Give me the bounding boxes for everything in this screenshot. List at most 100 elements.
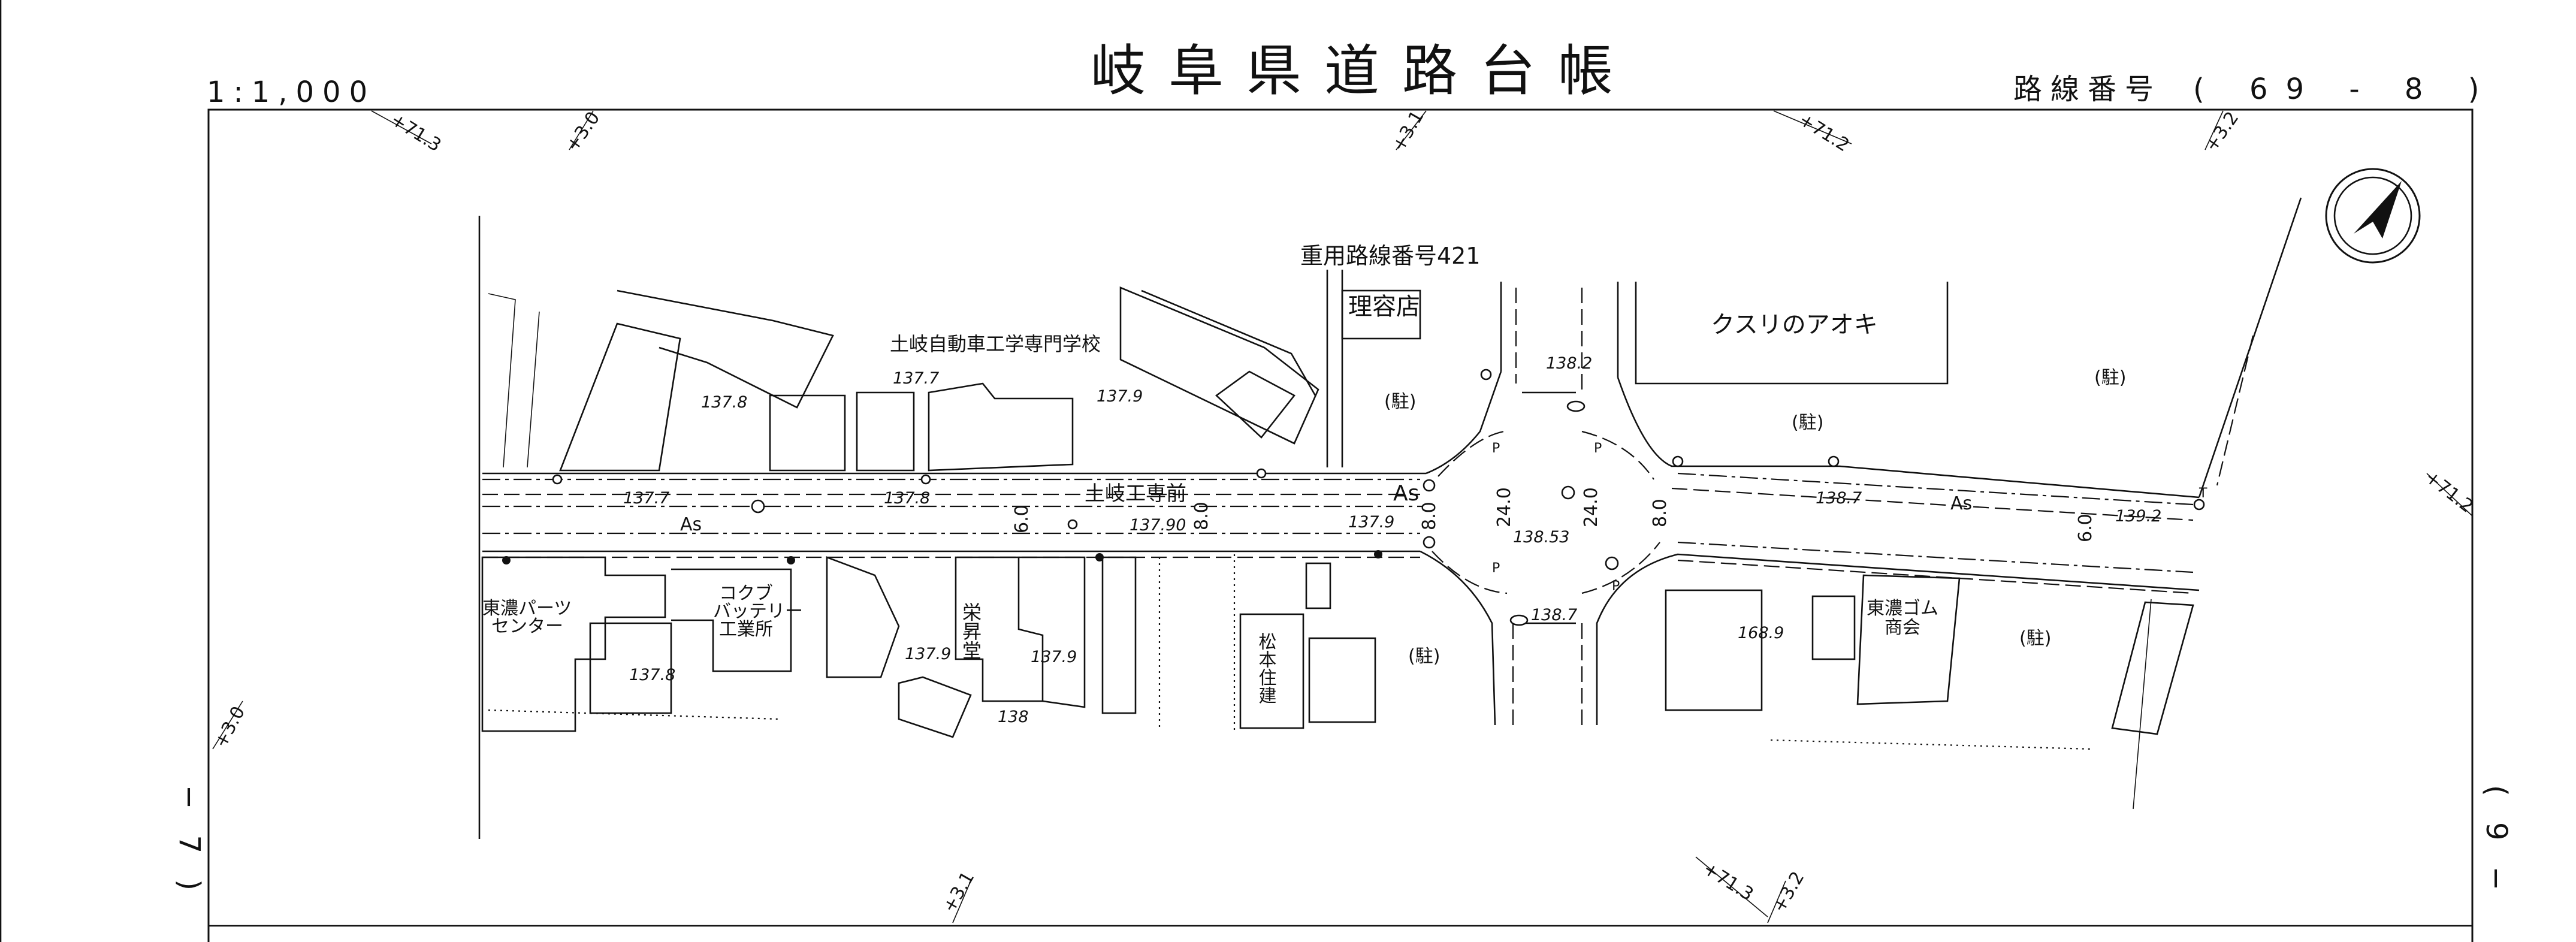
road-north-sidewalk: [482, 487, 2194, 521]
elevation-label: 137.9: [1097, 387, 1143, 406]
sheet-title: 岐阜県道路台帳: [1091, 39, 1636, 103]
elevation-label: 137.7: [623, 489, 669, 508]
parcel-dotted-south: [1158, 554, 1236, 731]
parcel-dotted-se: [1770, 739, 2092, 750]
building-nw-7: [1215, 370, 1295, 439]
tono-parts-label-2: センター: [491, 616, 563, 637]
left-sheet-ref: − 7 ): [173, 785, 206, 899]
elevation-label: 137.9: [1348, 513, 1394, 532]
svg-text:+3.1: +3.1: [939, 868, 979, 916]
kusuri-building: [1635, 282, 1949, 385]
width-label: 24.0: [1494, 487, 1515, 527]
svg-text:P: P: [1612, 579, 1620, 594]
svg-text:P: P: [1594, 441, 1602, 456]
pedestrian-marks: P P P P: [1492, 441, 1620, 594]
road-south-curb: [482, 556, 2194, 594]
building-sw-5: [898, 676, 972, 738]
parcel-lane: [1326, 270, 1343, 467]
north-arrow-icon: [2325, 168, 2421, 264]
elevation-label: 137.8: [629, 666, 675, 684]
scale-label: 1:1,000: [207, 76, 376, 109]
tono-gomu-label-2: 商会: [1885, 617, 1920, 638]
svg-text:+71.3: +71.3: [1699, 858, 1757, 905]
building-se-3: [2111, 601, 2194, 735]
duplicate-route-label: 重用路線番号421: [1300, 243, 1481, 269]
building-sw-7: [1305, 562, 1331, 609]
matsumoto-label: 松本住建: [1255, 632, 1277, 704]
building-tono-gomu: [1856, 574, 1961, 705]
building-nw-3: [769, 394, 846, 472]
svg-text:P: P: [1492, 441, 1500, 456]
offset-leaders: [212, 110, 2472, 923]
parking-label: (駐): [2019, 628, 2051, 649]
building-sw-1: [589, 622, 672, 714]
elevation-label: 138.53: [1513, 528, 1569, 547]
elevation-label: 168.9: [1738, 624, 1784, 642]
elevation-labels: 137.8 137.7 137.9 137.7 137.8 137.90 137…: [623, 354, 2161, 726]
building-sw-6: [1308, 637, 1376, 723]
svg-text:+3.0: +3.0: [210, 703, 249, 751]
svg-text:+3.1: +3.1: [1388, 107, 1429, 155]
svg-text:+3.0: +3.0: [562, 108, 604, 156]
parking-labels: (駐) (駐) (駐) (駐) (駐): [1384, 367, 2126, 667]
building-nw-5: [928, 382, 1074, 472]
elevation-label: 138.7: [1531, 606, 1577, 624]
kokubu-label-3: 工業所: [719, 619, 773, 640]
building-sw-2: [826, 556, 900, 678]
parking-label: (駐): [1408, 646, 1440, 667]
width-label: 8.0: [1650, 499, 1671, 527]
surface-label: As: [1950, 493, 1972, 514]
right-sheet-ref: ( 9 −: [2480, 785, 2513, 899]
svg-text:+71.2: +71.2: [1795, 109, 1853, 156]
building-nw-1: [559, 322, 681, 472]
school-boundary: [1141, 289, 1316, 396]
right-fence: [2216, 335, 2254, 486]
road-map: [212, 110, 2472, 923]
width-label: 8.0: [1419, 502, 1440, 530]
cross-road-north-curb: [1515, 288, 1583, 390]
kusuri-label: クスリのアオキ: [1711, 311, 1878, 339]
parking-label: (駐): [2094, 367, 2126, 388]
elevation-label: 137.7: [893, 369, 939, 388]
width-label: 24.0: [1581, 487, 1602, 527]
building-sw-4: [1101, 556, 1137, 714]
eisho-label: 栄昇堂: [959, 602, 982, 660]
width-label: 6.0: [2075, 514, 2096, 542]
svg-text:+3.2: +3.2: [2201, 108, 2243, 156]
building-se-2: [1811, 595, 1856, 660]
parcel-lines-nw: [488, 293, 540, 468]
elevation-label: 137.9: [905, 645, 951, 663]
road-north-edge: [482, 371, 2200, 499]
elevation-label: 138.7: [1816, 489, 1862, 508]
utility-marks: [502, 369, 2205, 626]
matsumoto-building: [1239, 613, 1304, 729]
svg-text:+71.3: +71.3: [387, 109, 445, 156]
route-number: ( 69 - 8 ): [2193, 73, 2497, 106]
kokubu-label-2: バッテリー: [713, 601, 803, 622]
school-label: 土岐自動車工学専門学校: [890, 333, 1101, 355]
barber-building: [1341, 289, 1421, 340]
building-se-1: [1665, 589, 1763, 711]
elevation-label: 137.8: [701, 393, 747, 412]
cross-road-south-curb: [1512, 623, 1583, 731]
building-nw-4: [856, 391, 915, 472]
building-sw-3: [1019, 556, 1086, 708]
road-north-curb: [482, 472, 2194, 506]
tono-gomu-label-1: 東濃ゴム: [1867, 598, 1938, 619]
svg-text:P: P: [1492, 561, 1500, 576]
cross-road-north: [1500, 282, 1619, 378]
building-kokubu: [671, 568, 792, 672]
kokubu-label-1: コクブ: [719, 583, 773, 604]
svg-text:+3.2: +3.2: [1769, 868, 1809, 916]
parking-label: (駐): [1384, 391, 1416, 412]
road-south-edge: [482, 550, 2200, 726]
surface-label: As: [680, 514, 702, 535]
barber-label: 理容店: [1348, 293, 1420, 321]
route-label: 路線番号: [2013, 73, 2162, 106]
elevation-label: 138.2: [1546, 354, 1592, 373]
svg-text:+71.2: +71.2: [2421, 467, 2477, 517]
road-south-sidewalk: [482, 532, 2194, 573]
elevation-label: 137.90: [1130, 516, 1186, 535]
width-label: 6.0: [1011, 505, 1032, 533]
